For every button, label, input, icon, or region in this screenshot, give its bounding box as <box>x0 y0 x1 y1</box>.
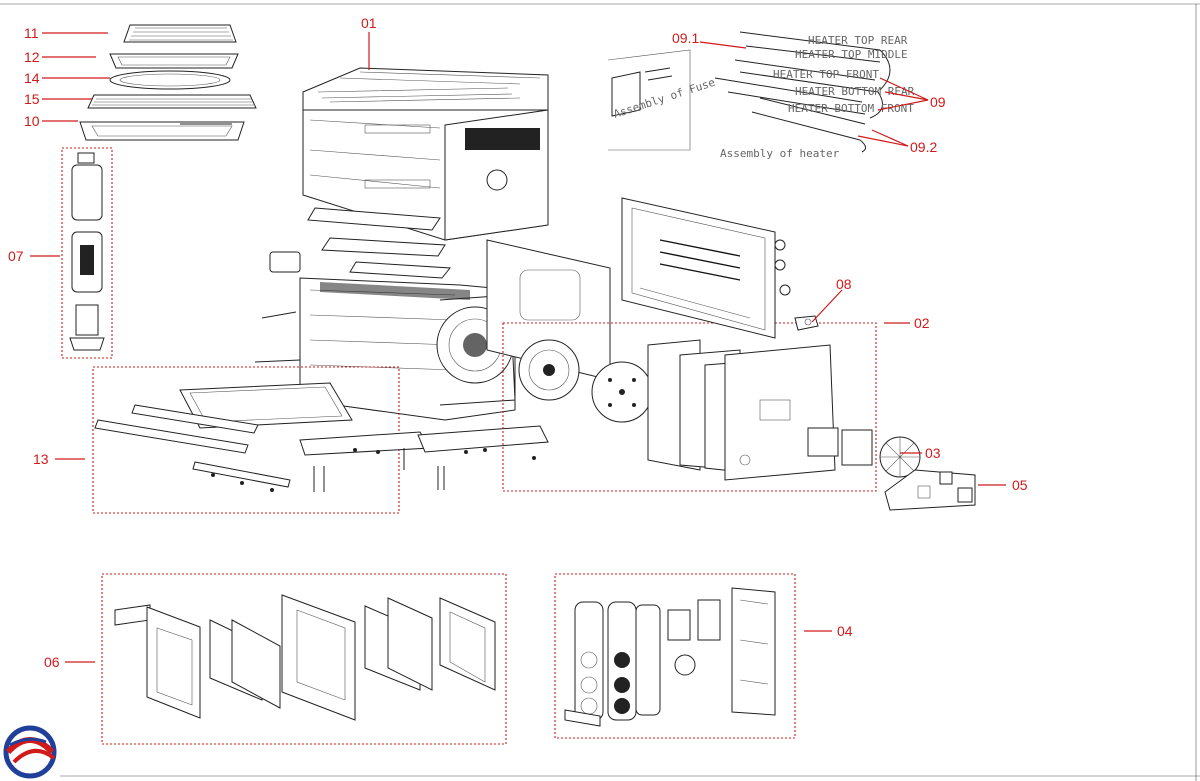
motor-assembly <box>807 427 921 478</box>
group-box-02 <box>502 322 877 492</box>
accessory-baking-pan <box>109 53 239 69</box>
fuse-assembly: Assembly of Fuse <box>607 49 717 151</box>
callout-12: 12 <box>24 49 40 65</box>
group-box-13 <box>92 366 400 514</box>
callout-10: 10 <box>24 113 40 129</box>
callout-06: 06 <box>44 654 60 670</box>
callout-labels: 11 12 14 15 10 07 13 06 01 02 08 09.1 09… <box>8 15 1028 670</box>
group-box-06 <box>101 573 507 745</box>
callout-11: 11 <box>24 25 39 41</box>
callout-13: 13 <box>33 451 49 467</box>
callout-05: 05 <box>1012 477 1028 493</box>
heater-tag-4: HEATER BOTTOM REAR <box>795 85 915 98</box>
callout-03: 03 <box>925 445 941 461</box>
outer-casing <box>302 67 549 241</box>
thermostat-part <box>794 315 819 331</box>
convection-fan-assembly <box>518 339 653 423</box>
rear-cover <box>621 197 791 339</box>
bottom-frame-parts <box>94 382 549 488</box>
heater-tag-2: HEATER TOP MIDDLE <box>795 48 908 61</box>
accessory-rotisserie-parts <box>69 152 105 351</box>
accessory-drip-tray <box>79 121 245 141</box>
group-box-07 <box>61 147 113 359</box>
callout-09-1: 09.1 <box>672 30 699 46</box>
screws-feet <box>211 448 536 492</box>
brand-logo <box>3 725 57 779</box>
callout-09: 09 <box>930 94 946 110</box>
callout-08: 08 <box>836 276 852 292</box>
callout-02: 02 <box>914 315 930 331</box>
callout-04: 04 <box>837 623 853 639</box>
heater-assembly-label: Assembly of heater <box>720 147 840 160</box>
accessory-wire-rack <box>87 94 257 109</box>
control-panel-assembly <box>564 587 776 727</box>
accessory-grill-rack <box>123 24 237 43</box>
rear-plates <box>647 339 836 481</box>
crumb-tray-plates <box>307 207 451 279</box>
accessory-pizza-stone <box>109 70 231 90</box>
door-assembly <box>114 594 496 721</box>
heater-assembly: HEATER TOP REAR HEATER TOP MIDDLE HEATER… <box>714 31 915 160</box>
control-board <box>884 469 976 511</box>
heater-tag-3: HEATER TOP FRONT <box>773 68 879 81</box>
callout-14: 14 <box>24 70 40 86</box>
callout-01: 01 <box>361 15 377 31</box>
leader-lines <box>30 32 1006 663</box>
heater-tag-1: HEATER TOP REAR <box>808 34 908 47</box>
callout-09-2: 09.2 <box>910 139 937 155</box>
group-box-04 <box>554 573 796 739</box>
callout-07: 07 <box>8 248 24 264</box>
callout-15: 15 <box>24 91 40 107</box>
heater-tag-5: HEATER BOTTOM FRONT <box>788 102 914 115</box>
